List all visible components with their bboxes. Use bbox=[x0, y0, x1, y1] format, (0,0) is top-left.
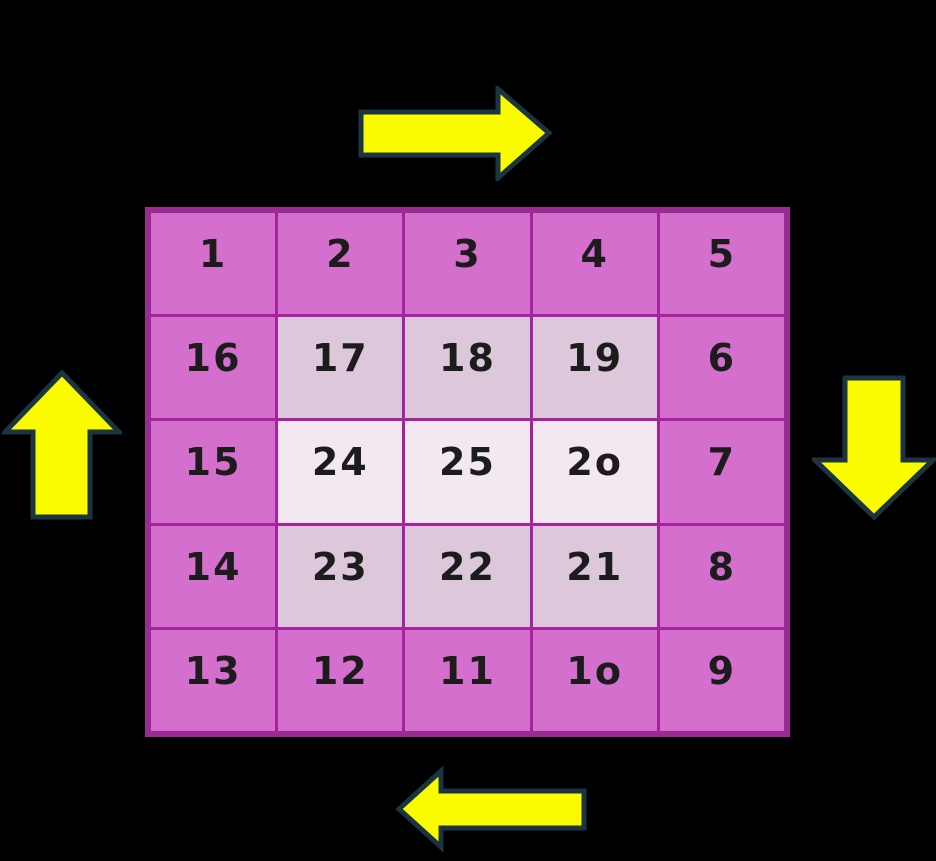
grid-cell-r4c2: 23 bbox=[278, 525, 403, 627]
arrow-right-icon bbox=[358, 86, 552, 181]
grid-cell-r3c2: 24 bbox=[278, 421, 403, 523]
grid-cell-r2c5: 6 bbox=[659, 317, 784, 419]
grid-cell-r4c3: 22 bbox=[405, 525, 530, 627]
arrow-down-icon bbox=[812, 375, 936, 520]
grid-cell-r5c4: 1o bbox=[532, 629, 657, 731]
grid-cell-r3c5: 7 bbox=[659, 421, 784, 523]
grid-cell-r1c5: 5 bbox=[659, 213, 784, 315]
grid-cell-r2c2: 17 bbox=[278, 317, 403, 419]
grid-cell-r5c5: 9 bbox=[659, 629, 784, 731]
grid-cell-r5c1: 13 bbox=[151, 629, 276, 731]
grid-cell-r4c4: 21 bbox=[532, 525, 657, 627]
grid-cell-r3c1: 15 bbox=[151, 421, 276, 523]
grid-cell-r5c2: 12 bbox=[278, 629, 403, 731]
grid-cell-r5c3: 11 bbox=[405, 629, 530, 731]
arrow-up-icon bbox=[2, 370, 122, 520]
grid-cell-r3c4: 2o bbox=[532, 421, 657, 523]
grid-cell-r4c1: 14 bbox=[151, 525, 276, 627]
arrow-left-icon bbox=[396, 765, 587, 853]
grid-cell-r3c3: 25 bbox=[405, 421, 530, 523]
grid-cell-r1c1: 1 bbox=[151, 213, 276, 315]
grid-cell-r4c5: 8 bbox=[659, 525, 784, 627]
grid-cell-r1c3: 3 bbox=[405, 213, 530, 315]
grid-cell-r2c4: 19 bbox=[532, 317, 657, 419]
grid-cell-r2c3: 18 bbox=[405, 317, 530, 419]
grid-cell-r1c4: 4 bbox=[532, 213, 657, 315]
number-grid: 1 2 3 4 5 16 17 18 19 6 15 24 25 2o 7 14… bbox=[145, 207, 790, 737]
grid-cell-r2c1: 16 bbox=[151, 317, 276, 419]
grid-cell-r1c2: 2 bbox=[278, 213, 403, 315]
